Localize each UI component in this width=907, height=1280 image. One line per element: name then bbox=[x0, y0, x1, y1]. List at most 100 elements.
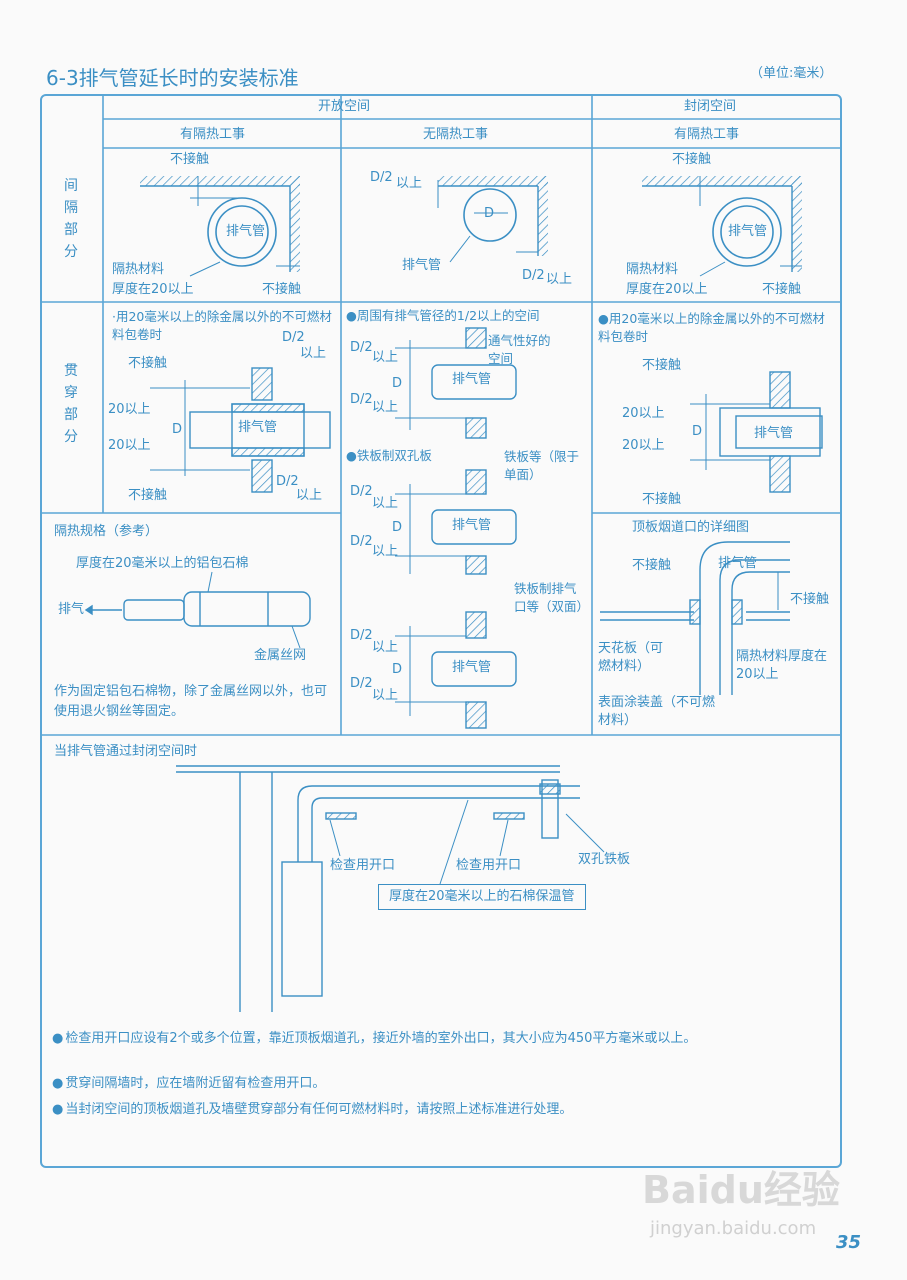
row-label-partition: 间隔部分 bbox=[64, 178, 78, 260]
row-label-penetration: 贯穿部分 bbox=[64, 363, 78, 445]
partition-left-thickness: 厚度在20以上 bbox=[112, 282, 194, 297]
penetration-left-note: ·用20毫米以上的除金属以外的不可燃材料包卷时 bbox=[112, 309, 332, 342]
ceiling-detail-no-contact-left: 不接触 bbox=[632, 558, 672, 573]
header-closed-space: 封闭空间 bbox=[684, 99, 737, 114]
note-1: 检查用开口应设有2个或多个位置，靠近顶板烟道孔，接近外墙的室外出口，其大小应为4… bbox=[52, 1028, 832, 1050]
penetration-steel-board: 铁板等（限于单面） bbox=[504, 449, 580, 482]
ceiling-detail-surface-cover: 表面涂装盖（不可燃材料） bbox=[598, 695, 716, 728]
penetration-mid3-d: D bbox=[392, 662, 403, 677]
ceiling-detail-pipe: 排气管 bbox=[718, 556, 758, 571]
watermark-brand: Baidu经验 bbox=[642, 1168, 840, 1212]
penetration-middle-diagrams bbox=[395, 327, 517, 729]
partition-left-no-contact-bottom: 不接触 bbox=[262, 282, 302, 297]
penetration-left-above20-top: 20以上 bbox=[108, 402, 151, 417]
partition-right-insulation: 隔热材料 bbox=[626, 262, 679, 277]
penetration-mid3-above-b: 以上 bbox=[372, 688, 399, 703]
partition-left-no-contact-top: 不接触 bbox=[170, 152, 210, 167]
closed-space-inspection-left: 检查用开口 bbox=[330, 858, 396, 873]
watermark-url: jingyan.baidu.com bbox=[650, 1218, 817, 1239]
penetration-left-above-bottom: 以上 bbox=[296, 488, 323, 503]
penetration-steel-exhaust: 铁板制排气口等（双面） bbox=[514, 581, 590, 614]
ceiling-detail-insulation: 隔热材料厚度在20以上 bbox=[736, 649, 828, 682]
partition-mid-above-bottom: 以上 bbox=[546, 272, 573, 287]
insulation-spec-wire-mesh: 金属丝网 bbox=[254, 648, 307, 663]
penetration-mid1-above-b: 以上 bbox=[372, 400, 399, 415]
partition-mid-d-half-top: D/2 bbox=[370, 170, 393, 185]
penetration-right-pipe: 排气管 bbox=[754, 426, 794, 441]
penetration-ventilated: 通气性好的空间 bbox=[488, 333, 551, 366]
subheader-open-no-insulation: 无隔热工事 bbox=[423, 127, 489, 142]
partition-mid-pipe: 排气管 bbox=[402, 258, 442, 273]
closed-space-inspection-right: 检查用开口 bbox=[456, 858, 522, 873]
penetration-mid1-d-half-a: D/2 bbox=[350, 340, 373, 355]
page-title: 6-3排气管延长时的安装标准 bbox=[46, 66, 299, 90]
penetration-right-note: ●用20毫米以上的除金属以外的不可燃材料包卷时 bbox=[598, 311, 825, 344]
penetration-mid2-above-a: 以上 bbox=[372, 496, 399, 511]
ceiling-detail-ceiling-board: 天花板（可燃材料） bbox=[598, 641, 664, 674]
partition-insulated-closed-diagram bbox=[642, 176, 802, 277]
penetration-right-above20-bottom: 20以上 bbox=[622, 438, 665, 453]
insulation-spec-note: 作为固定铝包石棉物，除了金属丝网以外，也可使用退火钢丝等固定。 bbox=[54, 684, 328, 719]
ceiling-detail-heading: 顶板烟道口的详细图 bbox=[632, 520, 750, 535]
penetration-right-no-contact-bottom: 不接触 bbox=[642, 492, 682, 507]
partition-right-no-contact-top: 不接触 bbox=[672, 152, 712, 167]
penetration-mid1-d-half-b: D/2 bbox=[350, 392, 373, 407]
penetration-middle-note: ●周围有排气管径的1/2以上的空间 bbox=[346, 308, 540, 323]
page-number: 35 bbox=[836, 1232, 862, 1253]
closed-space-double-hole-plate: 双孔铁板 bbox=[578, 852, 631, 867]
unit-label: （单位:毫米） bbox=[750, 66, 833, 81]
partition-left-insulation: 隔热材料 bbox=[112, 262, 165, 277]
partition-mid-d-half-bottom: D/2 bbox=[522, 268, 545, 283]
insulation-spec-exhaust: 排气 bbox=[58, 602, 85, 617]
partition-left-pipe: 排气管 bbox=[226, 224, 266, 239]
penetration-left-d: D bbox=[172, 422, 183, 437]
penetration-mid2-d: D bbox=[392, 520, 403, 535]
closed-space-heading: 当排气管通过封闭空间时 bbox=[54, 744, 198, 759]
penetration-mid2-pipe: 排气管 bbox=[452, 518, 492, 533]
partition-no-insulation-diagram bbox=[437, 176, 548, 263]
penetration-mid1-d: D bbox=[392, 376, 403, 391]
penetration-mid3-pipe: 排气管 bbox=[452, 660, 492, 675]
penetration-mid1-above-a: 以上 bbox=[372, 350, 399, 365]
penetration-left-diagram bbox=[150, 367, 331, 493]
penetration-left-d-half-bottom: D/2 bbox=[276, 474, 299, 489]
penetration-mid2-above-b: 以上 bbox=[372, 544, 399, 559]
header-open-space: 开放空间 bbox=[318, 99, 371, 114]
note-3: 当封闭空间的顶板烟道孔及墙壁贯穿部分有任何可燃材料时，请按照上述标准进行处理。 bbox=[52, 1102, 572, 1118]
penetration-left-no-contact-bottom: 不接触 bbox=[128, 488, 168, 503]
partition-right-thickness: 厚度在20以上 bbox=[626, 282, 708, 297]
partition-right-pipe: 排气管 bbox=[728, 224, 768, 239]
penetration-left-above20-bottom: 20以上 bbox=[108, 438, 151, 453]
penetration-right-d: D bbox=[692, 424, 703, 439]
content-frame bbox=[40, 94, 842, 1168]
partition-mid-d: D bbox=[484, 206, 495, 221]
insulation-spec-heading: 隔热规格（参考） bbox=[54, 524, 159, 539]
penetration-mid2-d-half-a: D/2 bbox=[350, 484, 373, 499]
ceiling-detail-no-contact-right: 不接触 bbox=[790, 592, 830, 607]
penetration-steel-double: ●铁板制双孔板 bbox=[346, 448, 432, 463]
penetration-left-pipe: 排气管 bbox=[238, 420, 278, 435]
penetration-mid3-d-half-b: D/2 bbox=[350, 676, 373, 691]
penetration-left-d-half-top: D/2 bbox=[282, 330, 305, 345]
insulation-spec-caption: 厚度在20毫米以上的铝包石棉 bbox=[76, 556, 249, 571]
penetration-mid1-pipe: 排气管 bbox=[452, 372, 492, 387]
penetration-mid2-d-half-b: D/2 bbox=[350, 534, 373, 549]
closed-space-asbestos-pipe: 厚度在20毫米以上的石棉保温管 bbox=[378, 884, 586, 910]
partition-right-no-contact-bottom: 不接触 bbox=[762, 282, 802, 297]
penetration-left-above-top: 以上 bbox=[300, 346, 327, 361]
partition-insulated-open-diagram bbox=[140, 176, 300, 277]
subheader-open-insulated: 有隔热工事 bbox=[180, 127, 246, 142]
penetration-right-no-contact-top: 不接触 bbox=[642, 358, 682, 373]
penetration-right-above20-top: 20以上 bbox=[622, 406, 665, 421]
penetration-right-diagram bbox=[690, 371, 823, 493]
penetration-left-no-contact-top: 不接触 bbox=[128, 356, 168, 371]
subheader-closed-insulated: 有隔热工事 bbox=[674, 127, 740, 142]
penetration-mid3-above-a: 以上 bbox=[372, 640, 399, 655]
penetration-mid3-d-half-a: D/2 bbox=[350, 628, 373, 643]
